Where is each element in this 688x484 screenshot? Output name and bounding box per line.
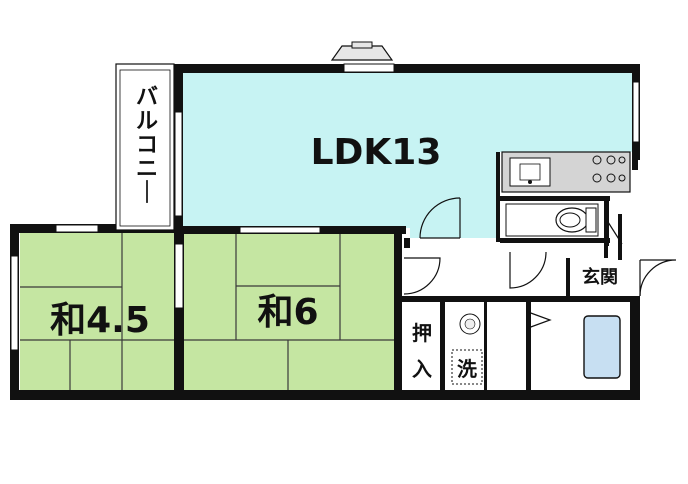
balcony-label: バルコニ｜ [136, 85, 158, 206]
oshiire-label-bottom: 入 [412, 357, 432, 381]
washitsu-6-label: 和6 [257, 292, 318, 333]
washitsu-4-5-room [20, 232, 174, 390]
washer-label: 洗 [457, 357, 477, 381]
washer-space [451, 349, 483, 385]
washbasin-icon [459, 313, 481, 335]
kitchen-counter [501, 151, 631, 193]
genkan-label: 玄関 [582, 266, 618, 288]
washitsu-4-5-label: 和4.5 [50, 300, 150, 341]
bathtub-icon [583, 315, 621, 379]
oshiire-label-top: 押 [412, 321, 432, 345]
balcony-label-char: ル [136, 109, 158, 134]
balcony [115, 63, 175, 231]
balcony-label-char: コ [136, 133, 158, 158]
washitsu-6-room [184, 234, 394, 390]
windows [10, 63, 640, 351]
ventilation-fan-icon [330, 41, 394, 61]
door-swings [403, 197, 677, 329]
stove-icon [592, 155, 626, 183]
balcony-label-char: ｜ [136, 180, 158, 206]
ldk-label: LDK13 [311, 132, 442, 173]
ldk-floor [180, 72, 632, 238]
toilet-icon [505, 203, 599, 237]
balcony-label-char: バ [136, 85, 158, 110]
balcony-label-char: ニ [136, 157, 158, 182]
